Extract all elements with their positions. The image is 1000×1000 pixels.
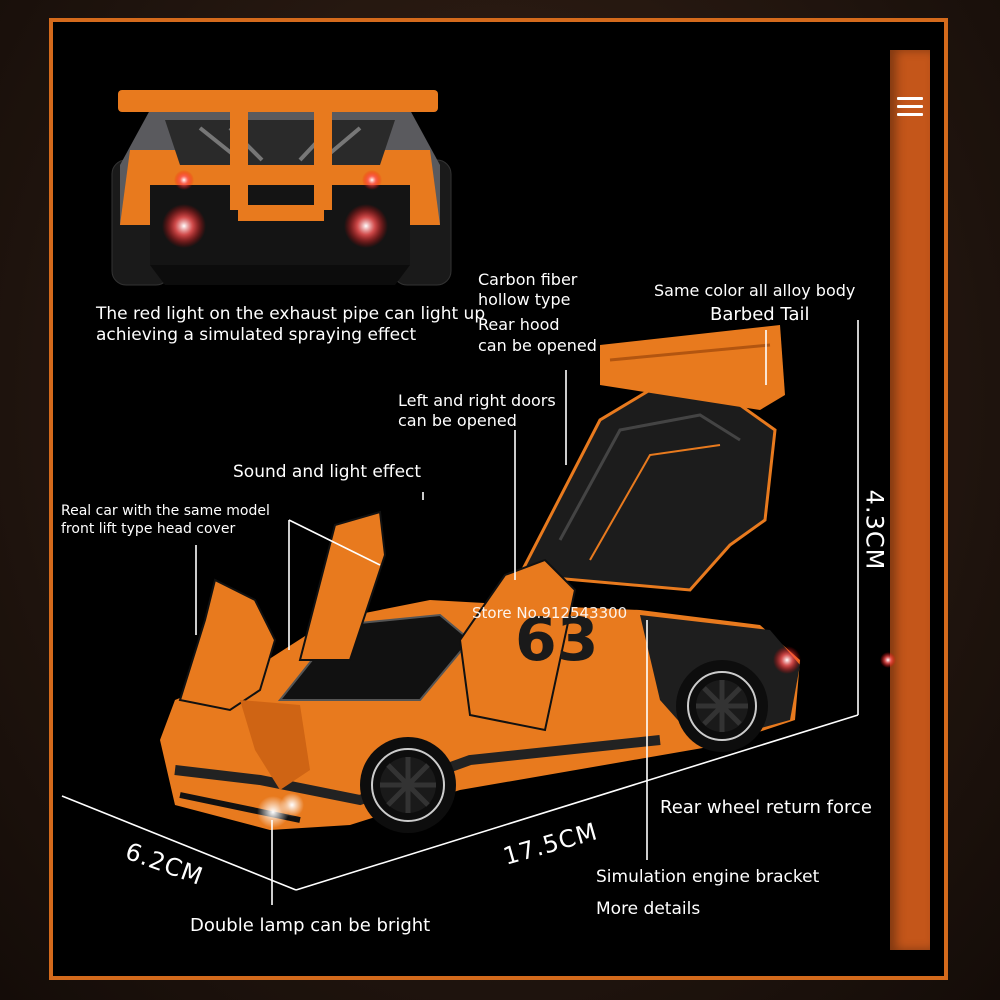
sound-caption: Sound and light effect: [233, 462, 422, 482]
body-caption-line2: Barbed Tail: [710, 304, 810, 325]
body-caption-line1: Same color all alloy body: [654, 281, 856, 300]
hood-caption-line2: can be opened: [478, 336, 597, 355]
front-caption-line2: front lift type head cover: [61, 521, 236, 537]
front-wheel: [360, 737, 456, 833]
svg-text:63: 63: [515, 605, 599, 675]
carbon-caption-line2: hollow type: [478, 290, 571, 309]
front-caption-line1: Real car with the same model: [61, 503, 270, 519]
lamp-caption: Double lamp can be bright: [190, 915, 431, 936]
rear-wheel: [676, 660, 768, 752]
store-watermark: Store No.912543300: [472, 604, 628, 622]
exhaust-caption-line1: The red light on the exhaust pipe can li…: [96, 304, 486, 324]
engine-caption-line2: More details: [596, 899, 701, 919]
engine-caption-line1: Simulation engine bracket: [596, 867, 820, 887]
exhaust-caption-line2: achieving a simulated spraying effect: [96, 325, 417, 345]
side-bar: [890, 50, 930, 950]
doors-caption-line1: Left and right doors: [398, 391, 556, 410]
rear-wheel-caption: Rear wheel return force: [660, 797, 873, 818]
rear-view-car: [111, 90, 452, 286]
carbon-caption-line1: Carbon fiber: [478, 270, 578, 289]
doors-caption-line2: can be opened: [398, 411, 517, 430]
hood-caption-line1: Rear hood: [478, 315, 560, 334]
main-car: 63: [160, 325, 896, 833]
annotation-lines: [61, 320, 859, 905]
hamburger-menu-icon[interactable]: [893, 88, 927, 124]
height-dimension-label: 4.3CM: [860, 489, 889, 571]
